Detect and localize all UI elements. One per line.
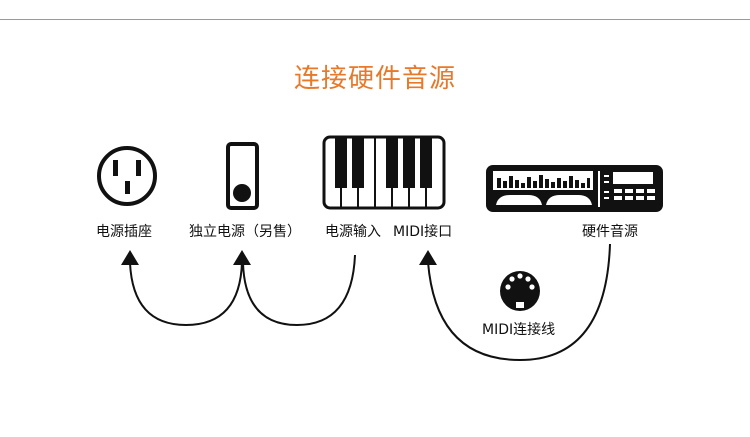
label-midi-cable: MIDI连接线 bbox=[482, 322, 556, 338]
label-power-outlet: 电源插座 bbox=[96, 224, 152, 240]
hardware-synth-icon bbox=[486, 165, 663, 212]
power-adapter-icon bbox=[226, 142, 259, 210]
midi-connector-icon bbox=[500, 271, 540, 311]
label-power-adapter: 独立电源（另售） bbox=[189, 224, 301, 240]
page-title: 连接硬件音源 bbox=[293, 64, 456, 94]
power-outlet-icon bbox=[97, 146, 157, 206]
label-hardware-synth: 硬件音源 bbox=[582, 224, 638, 240]
adapter-to-outlet-cable bbox=[129, 261, 243, 327]
synth-to-midi-cable bbox=[427, 243, 611, 362]
keyboard-icon bbox=[322, 135, 446, 210]
arrowhead-midi bbox=[419, 250, 437, 265]
keyboard-to-adapter-cable bbox=[242, 254, 356, 327]
label-midi-port: MIDI接口 bbox=[393, 224, 453, 240]
label-power-input: 电源输入 bbox=[325, 224, 381, 240]
arrowhead-outlet bbox=[121, 250, 139, 265]
top-divider bbox=[0, 19, 750, 20]
arrowhead-adapter bbox=[233, 250, 251, 265]
